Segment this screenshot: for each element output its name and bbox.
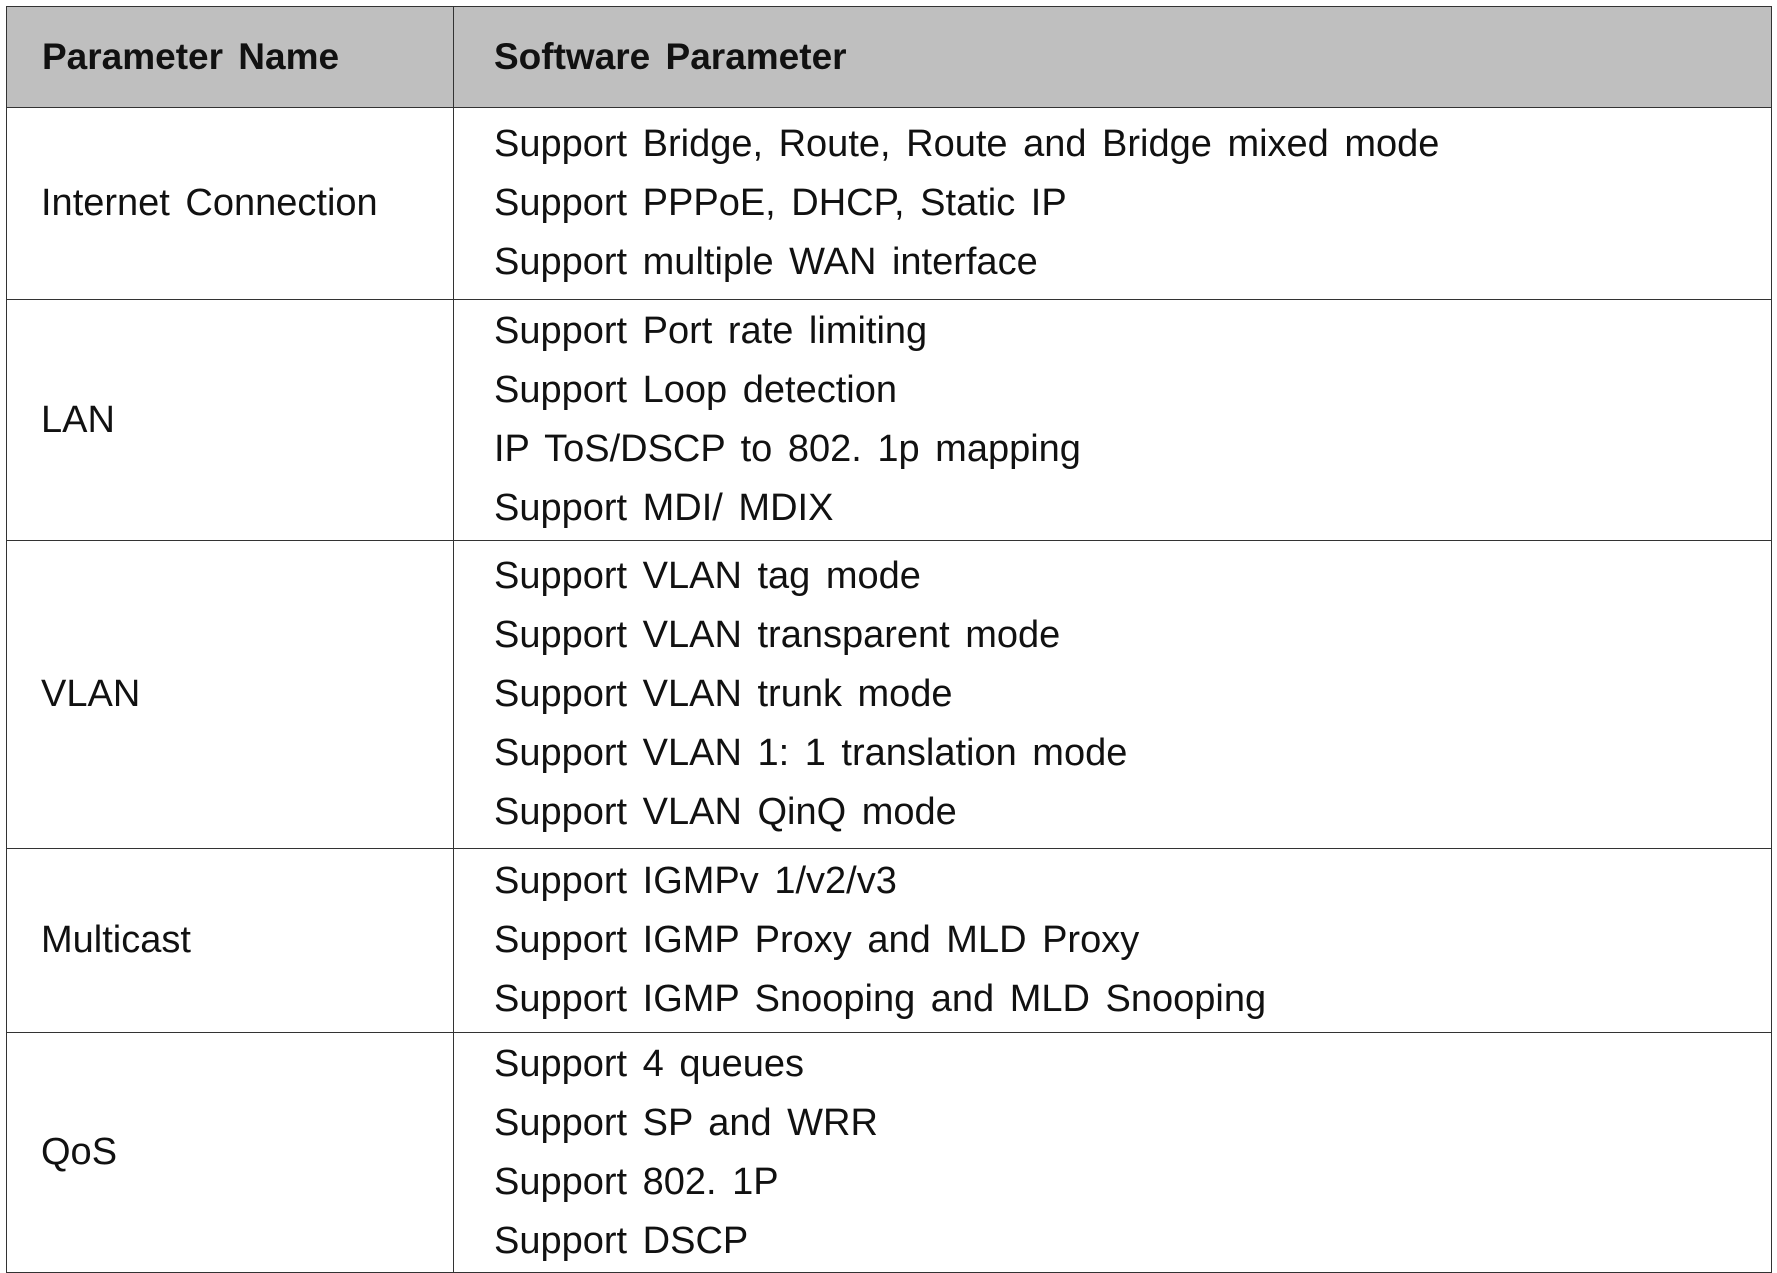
table-row: QoS Support 4 queues Support SP and WRR … bbox=[6, 1032, 1772, 1273]
row-values-lan: Support Port rate limiting Support Loop … bbox=[453, 299, 1772, 541]
value-line: Support IGMP Proxy and MLD Proxy bbox=[494, 919, 1140, 961]
row-values-internet-connection: Support Bridge, Route, Route and Bridge … bbox=[453, 107, 1772, 300]
value-line: Support Port rate limiting bbox=[494, 310, 928, 352]
software-parameter-table: Parameter Name Software Parameter Intern… bbox=[6, 6, 1772, 1273]
header-software-parameter: Software Parameter bbox=[453, 6, 1772, 108]
value-line: Support multiple WAN interface bbox=[494, 241, 1038, 283]
table-header-row: Parameter Name Software Parameter bbox=[6, 6, 1772, 108]
value-line: Support VLAN transparent mode bbox=[494, 614, 1061, 656]
row-name-vlan: VLAN bbox=[6, 540, 454, 849]
row-name-internet-connection: Internet Connection bbox=[6, 107, 454, 300]
value-line: Support IGMPv 1/v2/v3 bbox=[494, 860, 897, 902]
table-row: Multicast Support IGMPv 1/v2/v3 Support … bbox=[6, 848, 1772, 1033]
value-line: Support VLAN trunk mode bbox=[494, 673, 953, 715]
value-line: IP ToS/DSCP to 802. 1p mapping bbox=[494, 428, 1081, 470]
value-line: Support MDI/ MDIX bbox=[494, 487, 834, 529]
value-line: Support Loop detection bbox=[494, 369, 897, 411]
row-values-multicast: Support IGMPv 1/v2/v3 Support IGMP Proxy… bbox=[453, 848, 1772, 1033]
value-line: Support VLAN tag mode bbox=[494, 555, 921, 597]
value-line: Support SP and WRR bbox=[494, 1101, 878, 1144]
value-line: Support DSCP bbox=[494, 1219, 749, 1262]
value-line: Support VLAN 1: 1 translation mode bbox=[494, 732, 1128, 774]
row-name-multicast: Multicast bbox=[6, 848, 454, 1033]
value-line: Support VLAN QinQ mode bbox=[494, 791, 957, 833]
table-row: VLAN Support VLAN tag mode Support VLAN … bbox=[6, 540, 1772, 849]
row-values-vlan: Support VLAN tag mode Support VLAN trans… bbox=[453, 540, 1772, 849]
row-name-lan: LAN bbox=[6, 299, 454, 541]
table-row: Internet Connection Support Bridge, Rout… bbox=[6, 107, 1772, 300]
value-line: Support PPPoE, DHCP, Static IP bbox=[494, 182, 1067, 224]
value-line: Support 4 queues bbox=[494, 1042, 805, 1085]
header-parameter-name: Parameter Name bbox=[6, 6, 454, 108]
value-line: Support IGMP Snooping and MLD Snooping bbox=[494, 978, 1267, 1020]
table-row: LAN Support Port rate limiting Support L… bbox=[6, 299, 1772, 541]
row-values-qos: Support 4 queues Support SP and WRR Supp… bbox=[453, 1032, 1772, 1273]
value-line: Support Bridge, Route, Route and Bridge … bbox=[494, 123, 1440, 165]
value-line: Support 802. 1P bbox=[494, 1160, 779, 1203]
row-name-qos: QoS bbox=[6, 1032, 454, 1273]
